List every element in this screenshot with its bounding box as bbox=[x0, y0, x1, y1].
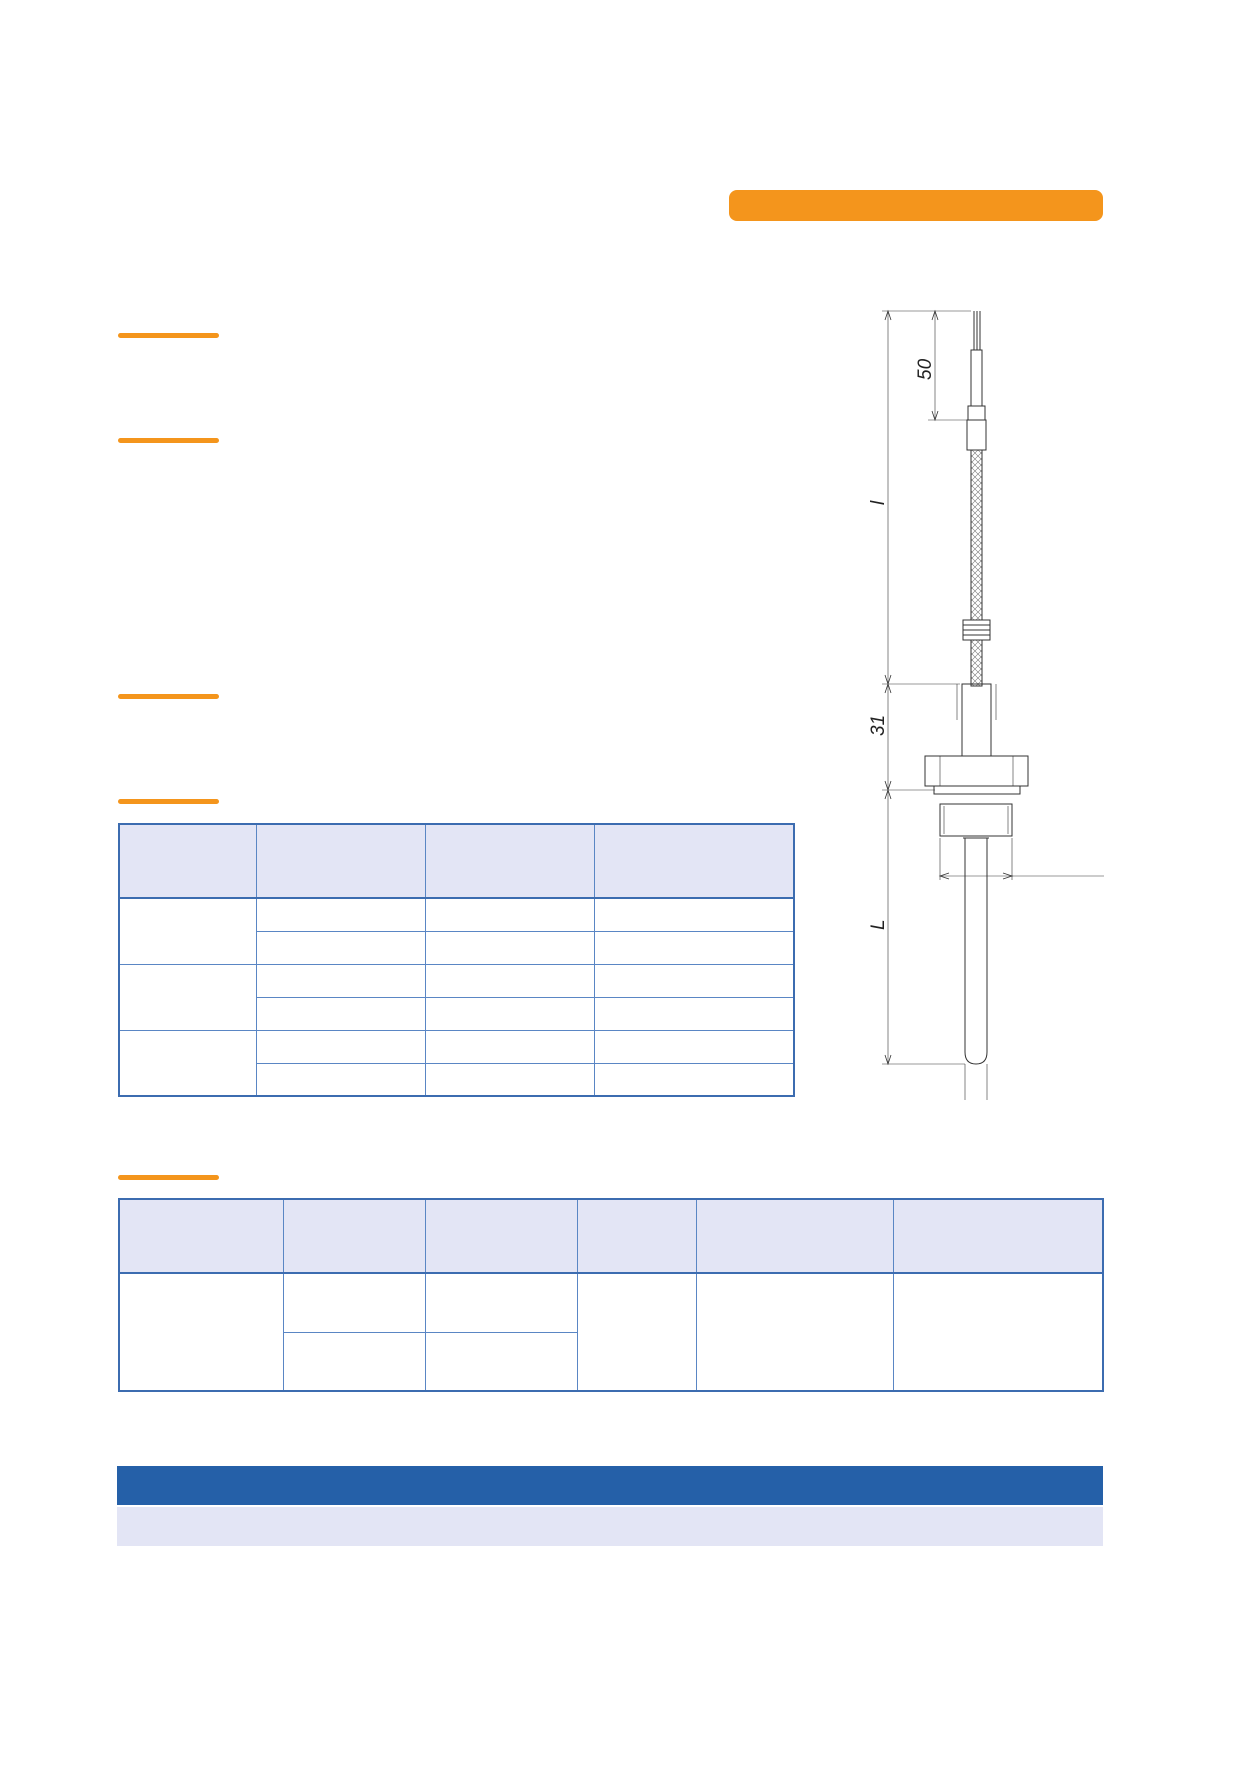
table1-cell bbox=[593, 963, 795, 998]
table2-cell bbox=[282, 1272, 426, 1333]
table1-header-cell bbox=[118, 823, 257, 899]
table1-cell bbox=[255, 897, 426, 932]
table2-cell bbox=[282, 1331, 426, 1392]
table2-header-cell bbox=[282, 1198, 426, 1274]
specs-table-2 bbox=[118, 1198, 1104, 1392]
table2-cell bbox=[892, 1272, 1104, 1392]
table2-header-cell bbox=[695, 1198, 894, 1274]
section-marker-4 bbox=[118, 799, 219, 804]
footer-blue-band bbox=[117, 1466, 1103, 1505]
table1-header-cell bbox=[424, 823, 595, 899]
footer-lavender-band bbox=[117, 1507, 1103, 1546]
table2-header-cell bbox=[118, 1198, 284, 1274]
section-marker-5 bbox=[118, 1175, 219, 1180]
table1-header-cell bbox=[255, 823, 426, 899]
table2-header-cell bbox=[424, 1198, 578, 1274]
table1-cell bbox=[593, 996, 795, 1031]
table1-group-cell bbox=[118, 1029, 257, 1097]
dimension-label-l: l bbox=[868, 500, 889, 505]
table1-cell bbox=[255, 930, 426, 965]
table1-cell bbox=[424, 930, 595, 965]
table1-group-cell bbox=[118, 963, 257, 1031]
table1-header-cell bbox=[593, 823, 795, 899]
table1-cell bbox=[593, 897, 795, 932]
sensor-technical-drawing: 50 l 31 L bbox=[868, 309, 1104, 1100]
dimension-label-L: L bbox=[868, 919, 889, 930]
table1-cell bbox=[424, 1029, 595, 1064]
table1-cell bbox=[424, 996, 595, 1031]
table1-cell bbox=[255, 1029, 426, 1064]
section-title-bar bbox=[729, 190, 1103, 221]
specs-table-1 bbox=[118, 823, 795, 1097]
table1-cell bbox=[255, 963, 426, 998]
table2-header-cell bbox=[892, 1198, 1104, 1274]
table1-cell bbox=[593, 1029, 795, 1064]
section-marker-2 bbox=[118, 438, 219, 443]
table2-header-cell bbox=[576, 1198, 697, 1274]
table2-cell bbox=[118, 1272, 284, 1392]
table1-group-cell bbox=[118, 897, 257, 965]
table1-cell bbox=[593, 1062, 795, 1097]
table2-cell bbox=[424, 1272, 578, 1333]
table1-cell bbox=[593, 930, 795, 965]
table1-cell bbox=[424, 1062, 595, 1097]
table1-cell bbox=[255, 996, 426, 1031]
section-marker-3 bbox=[118, 694, 219, 699]
table2-cell bbox=[695, 1272, 894, 1392]
table1-cell bbox=[424, 897, 595, 932]
table2-cell bbox=[576, 1272, 697, 1392]
table1-cell bbox=[255, 1062, 426, 1097]
dimension-label-50: 50 bbox=[915, 358, 936, 380]
table1-cell bbox=[424, 963, 595, 998]
dimension-label-31: 31 bbox=[868, 715, 889, 736]
section-marker-1 bbox=[118, 333, 219, 338]
table2-cell bbox=[424, 1331, 578, 1392]
